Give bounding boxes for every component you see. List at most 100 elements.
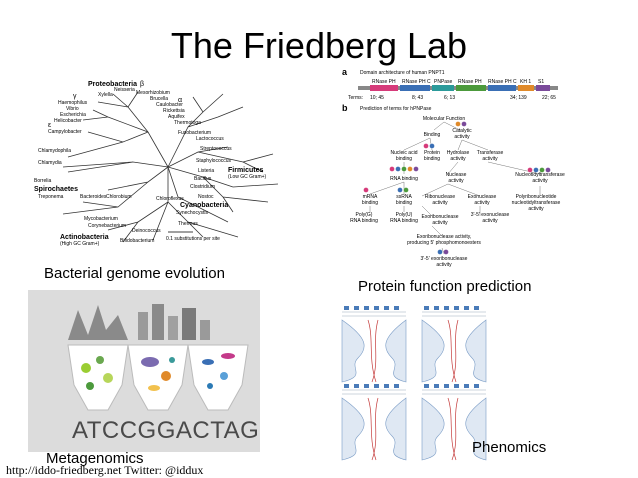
svg-text:Haemophilus: Haemophilus [58,100,88,106]
svg-text:RNase PH C: RNase PH C [402,79,431,85]
svg-text:Poly(G): Poly(G) [356,212,373,218]
svg-text:activity: activity [432,200,448,206]
svg-text:6; 13: 6; 13 [444,95,455,101]
svg-text:α: α [178,97,182,104]
svg-text:Ribonuclease: Ribonuclease [425,194,456,200]
footer-credit[interactable]: http://iddo-friedberg.net Twitter: @iddu… [6,463,204,477]
caption-phenomics: Phenomics [472,439,547,456]
svg-text:binding: binding [424,156,440,162]
svg-text:ssRNA: ssRNA [396,194,412,200]
dna-sequence: ATCCGGACTAGC [72,417,260,444]
svg-text:activity: activity [436,262,452,268]
svg-text:Lactococcus: Lactococcus [196,136,224,142]
svg-text:Corynebacterium: Corynebacterium [88,223,126,229]
svg-text:Synechocystis: Synechocystis [176,210,208,216]
svg-text:RNA binding: RNA binding [390,218,418,224]
svg-text:Caulobacter: Caulobacter [156,102,183,108]
svg-text:binding: binding [396,156,412,162]
svg-text:KH 1: KH 1 [520,79,531,85]
svg-text:Neisseria: Neisseria [114,87,135,93]
svg-text:Poly(U): Poly(U) [396,212,413,218]
svg-text:activity: activity [450,156,466,162]
svg-text:Borrelia: Borrelia [34,178,51,184]
svg-text:Staphylococcus: Staphylococcus [196,158,232,164]
svg-text:Streptococcus: Streptococcus [200,146,232,152]
svg-text:Thermus: Thermus [178,221,198,227]
svg-text:activity: activity [474,200,490,206]
svg-text:Transferase: Transferase [477,150,504,156]
svg-text:Nucleotidyltransferase: Nucleotidyltransferase [515,172,565,178]
svg-text:Exonuclease: Exonuclease [468,194,497,200]
bacterial-tree-figure: Proteobacteria β γ α ε Xylella Neisseria… [34,81,279,247]
svg-text:activity: activity [454,134,470,140]
svg-text:Nostoc: Nostoc [198,194,214,200]
svg-text:Treponema: Treponema [38,194,64,200]
metagenomics-figure: ATCCGGACTAGC [28,290,260,452]
svg-text:(Low GC Gram+): (Low GC Gram+) [228,174,267,180]
svg-text:Escherichia: Escherichia [60,112,86,118]
svg-text:Thermotoga: Thermotoga [174,120,201,126]
svg-text:34; 139: 34; 139 [510,95,527,101]
svg-text:binding: binding [396,200,412,206]
svg-text:Rickettsia: Rickettsia [163,108,185,114]
svg-text:Terms:: Terms: [348,95,363,101]
svg-text:Bacillus: Bacillus [194,176,212,182]
svg-text:Cyanobacteria: Cyanobacteria [180,202,228,209]
svg-text:Spirochaetes: Spirochaetes [34,186,78,193]
svg-text:PNPase: PNPase [434,79,453,85]
svg-text:Vibrio: Vibrio [66,106,79,112]
svg-text:ε: ε [48,122,51,129]
svg-text:producing 5' phosphomonoesters: producing 5' phosphomonoesters [407,240,481,246]
svg-text:Chloroflexus: Chloroflexus [156,196,184,202]
slide-title: The Friedberg Lab [170,25,468,66]
svg-text:Nucleic acid: Nucleic acid [391,150,418,156]
svg-text:3'-5' exoribonuclease: 3'-5' exoribonuclease [421,256,468,262]
svg-text:activity: activity [448,178,464,184]
svg-text:Mesorhizobium: Mesorhizobium [136,90,170,96]
tree-label-proteobacteria: Proteobacteria [88,81,137,88]
domain-title: Domain architecture of human PNPT1 [360,70,445,76]
svg-text:γ: γ [73,93,77,100]
svg-text:Brucella: Brucella [150,96,168,102]
svg-text:Aquifex: Aquifex [168,114,185,120]
svg-text:Deinococcus: Deinococcus [132,228,161,234]
svg-text:Exoribonuclease: Exoribonuclease [422,214,459,220]
svg-text:Actinobacteria: Actinobacteria [60,234,109,241]
svg-text:β: β [140,81,144,88]
svg-text:activity: activity [528,206,544,212]
svg-text:RNA binding: RNA binding [390,176,418,182]
svg-text:activity: activity [482,218,498,224]
svg-text:activity: activity [432,220,448,226]
svg-text:Hydrolase: Hydrolase [447,150,470,156]
svg-text:Chlorobium: Chlorobium [106,194,132,200]
svg-text:Bifidobacterium: Bifidobacterium [120,238,154,244]
svg-text:Nuclease: Nuclease [446,172,467,178]
svg-text:RNA binding: RNA binding [350,218,378,224]
tree-scale-label: 0.1 substitutions per site [166,236,220,242]
svg-text:Polyribonucleotide: Polyribonucleotide [516,194,557,200]
svg-text:activity: activity [532,178,548,184]
protein-function-figure: a Domain architecture of human PNPT1 RNa… [342,67,565,268]
svg-text:Xylella: Xylella [98,92,113,98]
svg-text:Fusobacterium: Fusobacterium [178,130,211,136]
svg-text:8; 43: 8; 43 [412,95,423,101]
svg-text:Catalytic: Catalytic [452,128,472,134]
svg-text:RNase PH C: RNase PH C [488,79,517,85]
svg-text:Campylobacter: Campylobacter [48,129,82,135]
svg-text:RNase PH: RNase PH [372,79,396,85]
svg-text:(High GC Gram+): (High GC Gram+) [60,241,100,247]
svg-text:Mycobacterium: Mycobacterium [84,216,118,222]
svg-text:Listeria: Listeria [198,168,214,174]
svg-text:Helicobacter: Helicobacter [54,118,82,124]
svg-text:activity: activity [482,156,498,162]
caption-protein: Protein function prediction [358,278,532,295]
svg-text:RNase PH: RNase PH [458,79,482,85]
svg-text:S1: S1 [538,79,544,85]
svg-text:3'-5' exonuclease: 3'-5' exonuclease [471,212,510,218]
caption-metagenomics: Metagenomics [46,450,144,467]
svg-text:Binding: Binding [424,132,441,138]
svg-text:binding: binding [362,200,378,206]
svg-text:10; 45: 10; 45 [370,95,384,101]
svg-text:nucleotidyltransferase: nucleotidyltransferase [512,200,561,206]
panel-label-a: a [342,67,348,77]
